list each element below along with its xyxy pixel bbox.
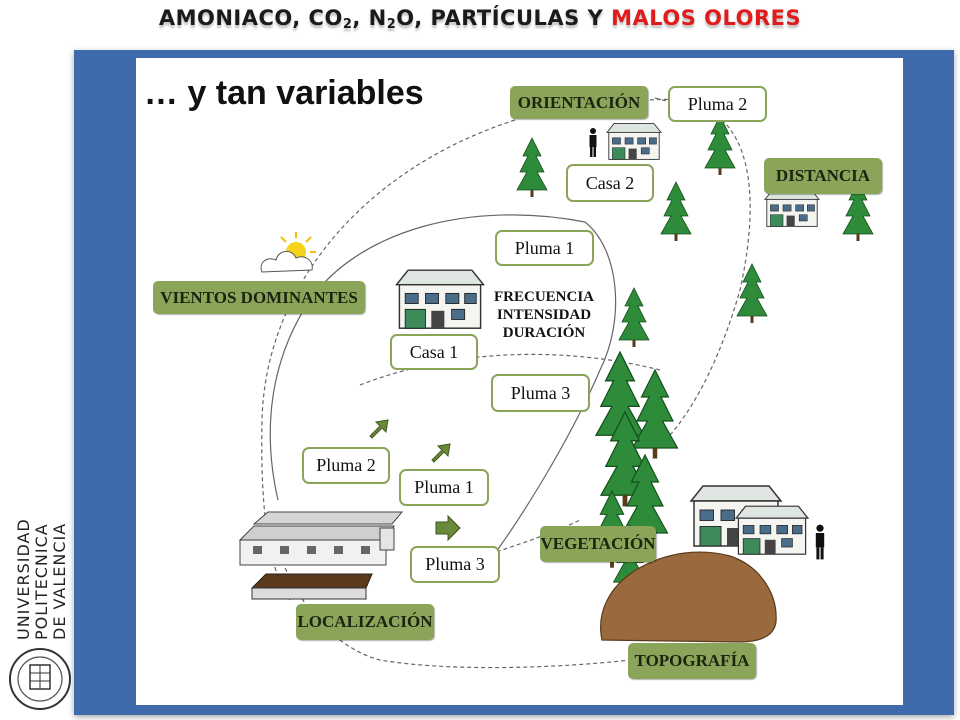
label-casa-2: Casa 2 <box>566 164 654 202</box>
label-vegetacion: VEGETACIÓN <box>540 526 656 562</box>
slide-title: AMONIACO, CO2, N2O, PARTÍCULAS Y MALOS O… <box>158 6 802 32</box>
frequency-intensity-duration: FRECUENCIA INTENSIDAD DURACIÓN <box>494 289 595 341</box>
university-seal-icon <box>9 648 71 710</box>
label-distancia: DISTANCIA <box>764 158 882 194</box>
arrow-right-icon <box>435 514 461 542</box>
hill <box>600 551 777 643</box>
title-highlight: MALOS OLORES <box>611 6 802 30</box>
label-localizacion: LOCALIZACIÓN <box>296 604 434 640</box>
label-topografia: TOPOGRAFÍA <box>628 643 756 679</box>
sun-cloud-icon <box>260 232 316 273</box>
label-orientacion: ORIENTACIÓN <box>510 86 648 119</box>
farm-building <box>238 511 404 566</box>
label-vientos-dominantes: VIENTOS DOMINANTES <box>153 281 365 314</box>
label-pluma-1-mid: Pluma 1 <box>495 230 594 266</box>
label-pluma-3-mid: Pluma 3 <box>491 374 590 412</box>
slide-subtitle: … y tan variables <box>144 74 424 112</box>
label-pluma-1-low: Pluma 1 <box>399 469 489 506</box>
label-pluma-2-top: Pluma 2 <box>668 86 767 122</box>
manure-pit <box>250 573 373 600</box>
label-casa-1: Casa 1 <box>390 334 478 370</box>
university-logo-text: UNIVERSIDAD POLITECNICA DE VALENCIA <box>14 518 69 640</box>
label-pluma-2-low: Pluma 2 <box>302 447 390 484</box>
label-pluma-3-low: Pluma 3 <box>410 546 500 583</box>
